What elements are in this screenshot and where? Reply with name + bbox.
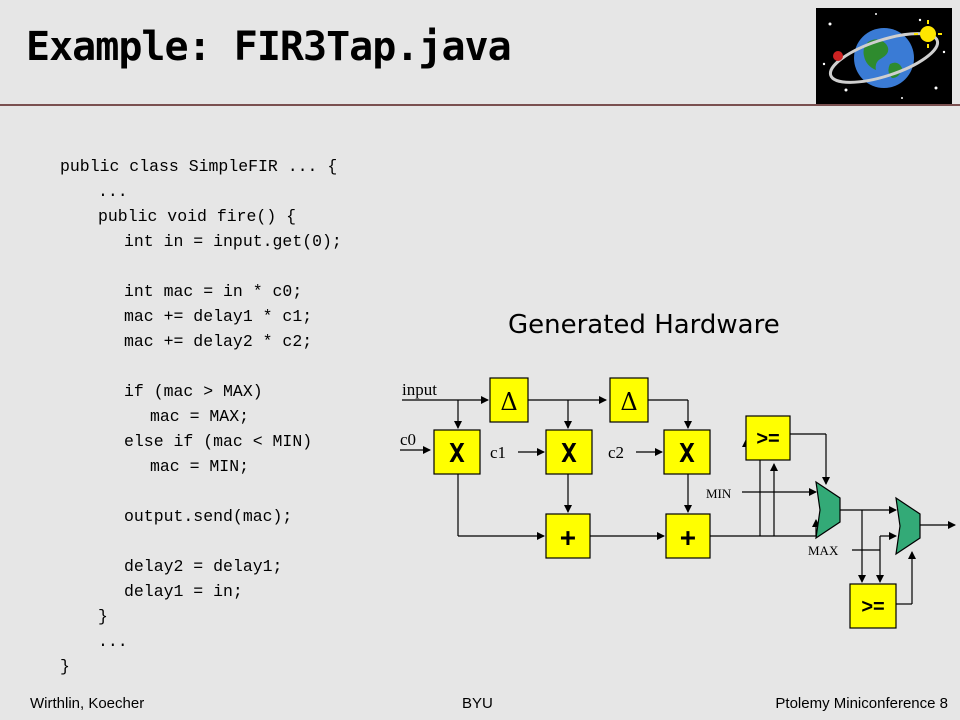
footer-event-name: Ptolemy Miniconference bbox=[775, 695, 936, 712]
footer-org: BYU bbox=[462, 695, 493, 712]
comparator-max: >= bbox=[849, 583, 897, 629]
svg-text:X: X bbox=[449, 439, 465, 469]
multiplier-3: X bbox=[663, 429, 711, 475]
svg-text:Δ: Δ bbox=[500, 388, 517, 416]
footer-authors: Wirthlin, Koecher bbox=[30, 695, 145, 712]
code-line: delay2 = delay1; bbox=[124, 557, 283, 576]
title-divider bbox=[0, 104, 960, 106]
code-line: mac += delay1 * c1; bbox=[124, 307, 313, 326]
svg-text:>=: >= bbox=[756, 428, 779, 450]
code-line: else if (mac < MIN) bbox=[124, 432, 313, 451]
code-line: public class SimpleFIR ... { bbox=[60, 157, 338, 176]
ptolemy-logo bbox=[816, 8, 952, 104]
adder-2: + bbox=[665, 513, 711, 559]
code-line: } bbox=[60, 657, 70, 676]
multiplier-2: X bbox=[545, 429, 593, 475]
code-line: mac = MAX; bbox=[150, 407, 250, 426]
svg-text:+: + bbox=[680, 523, 696, 553]
code-line: } bbox=[98, 607, 108, 626]
svg-text:X: X bbox=[561, 439, 577, 469]
delay-block-1: Δ bbox=[489, 377, 529, 423]
code-line bbox=[60, 479, 342, 504]
c0-label: c0 bbox=[400, 430, 416, 449]
slide-title: Example: FIR3Tap.java bbox=[26, 24, 512, 70]
slide-number: 8 bbox=[939, 695, 948, 712]
code-line bbox=[60, 254, 342, 279]
code-line: int mac = in * c0; bbox=[124, 282, 303, 301]
code-line: mac = MIN; bbox=[150, 457, 250, 476]
code-line: ... bbox=[98, 182, 128, 201]
input-label: input bbox=[402, 380, 437, 399]
multiplier-1: X bbox=[433, 429, 481, 475]
generated-hardware-heading: Generated Hardware bbox=[508, 310, 780, 340]
code-line: mac += delay2 * c2; bbox=[124, 332, 313, 351]
svg-text:>=: >= bbox=[861, 596, 884, 618]
code-line: if (mac > MAX) bbox=[124, 382, 263, 401]
min-label: MIN bbox=[706, 486, 732, 501]
footer-event: Ptolemy Miniconference 8 bbox=[775, 695, 948, 712]
mux-1 bbox=[815, 480, 841, 540]
comparator-min: >= bbox=[745, 415, 791, 461]
max-label: MAX bbox=[808, 543, 839, 558]
code-listing: public class SimpleFIR ... {... public vo… bbox=[60, 154, 342, 679]
code-line bbox=[60, 529, 342, 554]
c2-label: c2 bbox=[608, 443, 624, 462]
svg-text:X: X bbox=[679, 439, 695, 469]
c1-label: c1 bbox=[490, 443, 506, 462]
fir-hardware-diagram: Δ Δ X X X + + >= >= input c0 bbox=[400, 377, 956, 629]
code-line: public void fire() { bbox=[98, 207, 297, 226]
code-line: ... bbox=[98, 632, 128, 651]
svg-text:Δ: Δ bbox=[620, 388, 637, 416]
adder-1: + bbox=[545, 513, 591, 559]
code-line: delay1 = in; bbox=[124, 582, 243, 601]
code-line bbox=[60, 354, 342, 379]
delay-block-2: Δ bbox=[609, 377, 649, 423]
svg-text:+: + bbox=[560, 523, 576, 553]
mux-2 bbox=[895, 496, 921, 556]
code-line: int in = input.get(0); bbox=[124, 232, 342, 251]
code-line: output.send(mac); bbox=[124, 507, 293, 526]
